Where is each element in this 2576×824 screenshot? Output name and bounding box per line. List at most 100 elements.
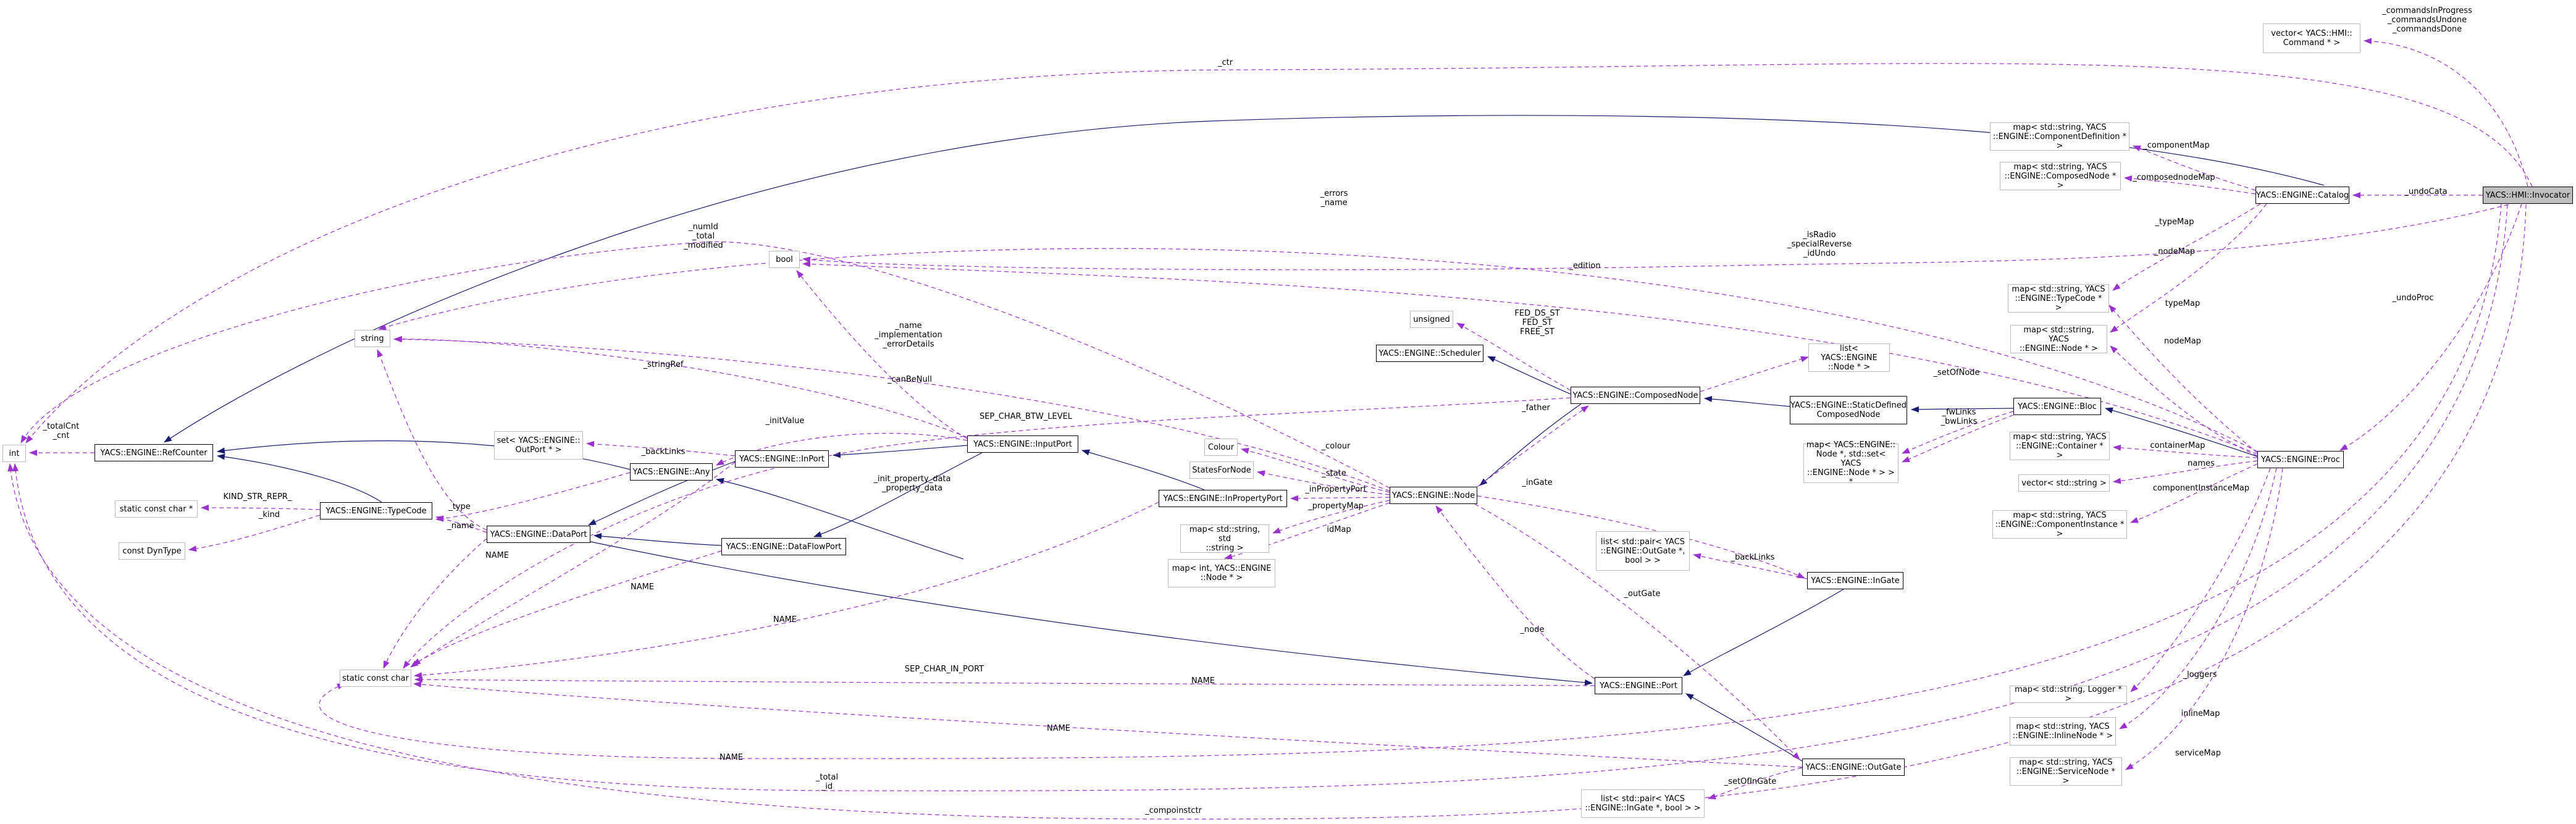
ingate-node[interactable]: YACS::ENGINE::InGate bbox=[1807, 572, 1903, 589]
edge-label: _backLinks bbox=[1731, 553, 1775, 562]
any-node[interactable]: YACS::ENGINE::Any bbox=[630, 463, 713, 481]
static-const-char-node[interactable]: static const char bbox=[340, 670, 411, 687]
map-logger-node[interactable]: map< std::string, Logger * > bbox=[2010, 685, 2127, 704]
unsigned-node[interactable]: unsigned bbox=[1410, 311, 1453, 328]
edge-label: _setOfNode bbox=[1933, 368, 1980, 377]
map-servicenode-node[interactable]: map< std::string, YACS ::ENGINE::Service… bbox=[2010, 757, 2122, 786]
edge-label: _typeMap bbox=[2155, 217, 2194, 227]
inputport-node[interactable]: YACS::ENGINE::InputPort bbox=[967, 435, 1078, 453]
relation-edge bbox=[377, 349, 487, 531]
map-nodeptr-node[interactable]: map< std::string, YACS ::ENGINE::Node * … bbox=[2010, 325, 2107, 353]
map-composednode-node[interactable]: map< std::string, YACS ::ENGINE::Compose… bbox=[2000, 162, 2121, 190]
vector-command-node[interactable]: vector< YACS::HMI:: Command * > bbox=[2263, 23, 2360, 53]
relation-edge bbox=[394, 335, 968, 438]
map-string-string-node[interactable]: map< std::string, std ::string > bbox=[1180, 524, 1269, 553]
list-nodeptr-node[interactable]: list< YACS::ENGINE ::Node * > bbox=[1808, 343, 1890, 372]
composednode-node[interactable]: YACS::ENGINE::ComposedNode bbox=[1571, 387, 1700, 404]
edge-label: _undoCata bbox=[2404, 187, 2448, 196]
edge-label: _ctr bbox=[1217, 58, 1233, 67]
static-const-char-ptr-node[interactable]: static const char * bbox=[115, 500, 198, 518]
bloc-node[interactable]: YACS::ENGINE::Bloc bbox=[2013, 398, 2101, 415]
node-node[interactable]: YACS::ENGINE::Node bbox=[1390, 487, 1477, 504]
edge-label: _canBeNull bbox=[887, 375, 932, 384]
edge-label: _kind bbox=[258, 510, 280, 519]
relation-edge bbox=[802, 200, 2524, 271]
relation-edge bbox=[2364, 38, 2528, 187]
edge-label: NAME bbox=[485, 551, 510, 560]
relation-edge bbox=[2112, 203, 2261, 291]
map-int-node-node[interactable]: map< int, YACS::ENGINE ::Node * > bbox=[1168, 559, 1275, 587]
typecode-node[interactable]: YACS::ENGINE::TypeCode bbox=[320, 502, 432, 519]
set-outport-node[interactable]: set< YACS::ENGINE:: OutPort * > bbox=[494, 431, 583, 460]
map-inlinenode-node[interactable]: map< std::string, YACS ::ENGINE::InlineN… bbox=[2010, 717, 2116, 746]
edge-label: _colour bbox=[1321, 442, 1351, 451]
edge-label: _nodeMap bbox=[2154, 247, 2196, 256]
dataflowport-node[interactable]: YACS::ENGINE::DataFlowPort bbox=[721, 538, 846, 555]
edge-label: _inPropertyPort bbox=[1305, 485, 1367, 494]
list-outgate-node[interactable]: list< std::pair< YACS ::ENGINE::OutGate … bbox=[1596, 531, 1690, 571]
edge-label: SEP_CHAR_BTW_LEVEL bbox=[979, 412, 1073, 421]
edge-label: NAME bbox=[773, 615, 797, 624]
map-componentinstance-node[interactable]: map< std::string, YACS ::ENGINE::Compone… bbox=[1992, 510, 2127, 539]
staticdefinedcomposednode-node[interactable]: YACS::ENGINE::StaticDefined ComposedNode bbox=[1790, 396, 1907, 424]
map-typecode-node[interactable]: map< std::string, YACS ::ENGINE::TypeCod… bbox=[2008, 284, 2109, 313]
map-node-setnode-node[interactable]: map< YACS::ENGINE:: Node *, std::set< YA… bbox=[1803, 440, 1898, 487]
edge-label: NAME bbox=[719, 753, 744, 762]
relation-edge bbox=[1290, 495, 1390, 502]
edge-label: componentInstanceMap bbox=[2152, 484, 2250, 493]
map-container-node[interactable]: map< std::string, YACS ::ENGINE::Contain… bbox=[2010, 432, 2110, 460]
edge-label: _totalCnt _cnt bbox=[43, 422, 80, 440]
refcounter-node[interactable]: YACS::ENGINE::RefCounter bbox=[94, 444, 213, 461]
relation-edge bbox=[7, 204, 2527, 820]
relation-edge bbox=[2108, 305, 2258, 453]
relation-edge bbox=[2113, 444, 2258, 458]
map-componentdefinition-node[interactable]: map< std::string, YACS ::ENGINE::Compone… bbox=[1990, 122, 2129, 151]
relation-edge bbox=[1708, 767, 1803, 800]
bool-node[interactable]: bool bbox=[769, 251, 800, 268]
list-ingate-node[interactable]: list< std::pair< YACS ::ENGINE::InGate *… bbox=[1581, 789, 1705, 818]
dataport-node[interactable]: YACS::ENGINE::DataPort bbox=[487, 526, 590, 543]
statesfornode-node[interactable]: StatesForNode bbox=[1189, 461, 1254, 479]
const-dyntype-node[interactable]: const DynType bbox=[119, 542, 185, 560]
int-node[interactable]: int bbox=[2, 445, 26, 462]
relation-edge bbox=[393, 336, 1390, 492]
relation-edge bbox=[2110, 203, 2267, 333]
relation-edge bbox=[413, 681, 1803, 768]
invocator-node[interactable]: YACS::HMI::Invocator bbox=[2483, 187, 2573, 204]
relation-edge bbox=[1902, 414, 2014, 463]
relation-edge bbox=[2110, 345, 2258, 456]
edge-label: FED_DS_ST FED_ST FREE_ST bbox=[1514, 309, 1560, 337]
edge-label: _type bbox=[448, 502, 471, 511]
edge-label: containerMap bbox=[2150, 441, 2205, 450]
relation-edge bbox=[796, 270, 968, 439]
edge-label: _undoProc bbox=[2392, 293, 2434, 303]
vector-string-node[interactable]: vector< std::string > bbox=[2018, 474, 2110, 492]
edge-label: NAME bbox=[1191, 676, 1215, 686]
relation-edge bbox=[217, 453, 382, 503]
edge-label: _numId _total _modified bbox=[684, 222, 723, 250]
edge-label: _state bbox=[1322, 469, 1346, 478]
edge-label: _composednodeMap bbox=[2133, 173, 2215, 182]
relation-edge bbox=[1487, 356, 1571, 395]
outgate-node[interactable]: YACS::ENGINE::OutGate bbox=[1802, 759, 1905, 776]
edge-label: NAME bbox=[1046, 724, 1071, 733]
catalog-node[interactable]: YACS::ENGINE::Catalog bbox=[2255, 187, 2349, 204]
inpropertyport-node[interactable]: YACS::ENGINE::InPropertyPort bbox=[1159, 490, 1287, 507]
string-node[interactable]: string bbox=[355, 330, 390, 347]
relation-edge bbox=[2119, 468, 2277, 729]
colour-node[interactable]: Colour bbox=[1204, 439, 1238, 456]
edge-label: idMap bbox=[1327, 525, 1351, 534]
edge-label: _name _implementation _errorDetails bbox=[875, 321, 942, 349]
relation-edge bbox=[802, 261, 2258, 455]
port-node[interactable]: YACS::ENGINE::Port bbox=[1595, 677, 1682, 694]
relation-edge bbox=[1683, 589, 1844, 676]
edge-label: _total _id bbox=[815, 773, 839, 791]
relation-edge bbox=[1693, 553, 1808, 579]
edge-label: NAME bbox=[630, 582, 655, 592]
inport-node[interactable]: YACS::ENGINE::InPort bbox=[735, 450, 829, 468]
edge-label: _edition bbox=[1569, 261, 1601, 271]
scheduler-node[interactable]: YACS::ENGINE::Scheduler bbox=[1376, 345, 1483, 362]
edge-label: _father bbox=[1522, 403, 1550, 413]
proc-node[interactable]: YACS::ENGINE::Proc bbox=[2257, 451, 2344, 468]
